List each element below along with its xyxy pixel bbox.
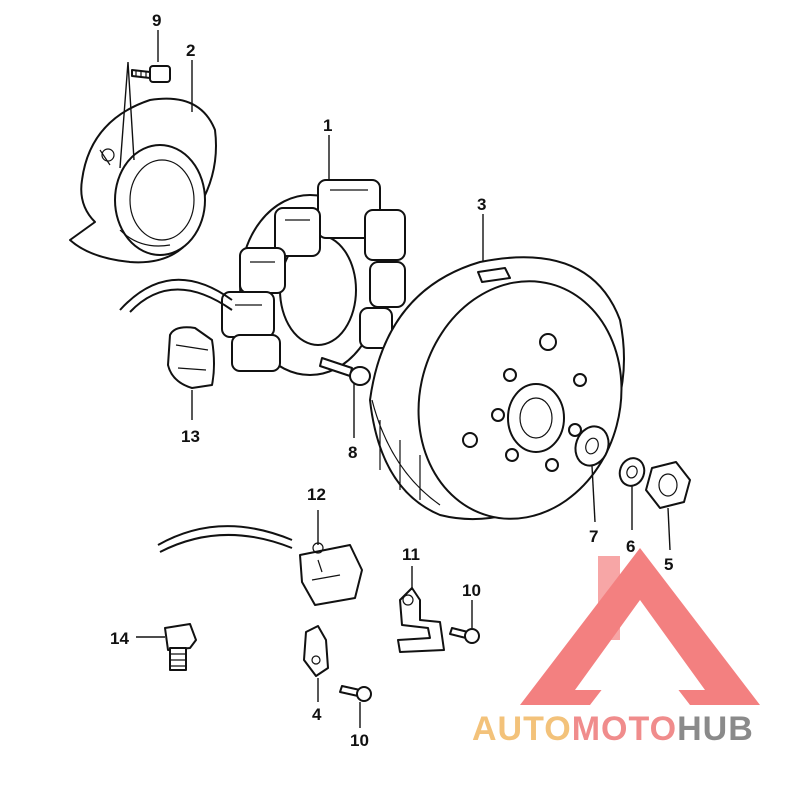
watermark-text: AUTOMOTOHUB <box>472 710 754 748</box>
watermark-hub: HUB <box>677 710 754 748</box>
callout-9: 9 <box>152 11 161 30</box>
clip-part-4 <box>303 625 329 677</box>
callout-6: 6 <box>626 537 635 556</box>
watermark-moto: MOTO <box>572 710 677 748</box>
callout-13: 13 <box>181 427 200 446</box>
flywheel-rotor <box>369 256 625 521</box>
callout-10b: 10 <box>350 731 369 750</box>
callout-10a: 10 <box>462 581 481 600</box>
callout-14: 14 <box>110 629 129 648</box>
callout-12: 12 <box>307 485 326 504</box>
bolt-part-14 <box>164 623 197 671</box>
callout-8: 8 <box>348 443 357 462</box>
washer-part-7 <box>574 425 610 467</box>
callout-11: 11 <box>402 545 420 564</box>
callout-3: 3 <box>477 195 486 214</box>
nut-part-5 <box>645 461 691 509</box>
stator-coil-assembly <box>119 179 406 376</box>
leader-lines <box>136 30 671 728</box>
grommet-part-13 <box>167 326 215 389</box>
screw-part-9 <box>131 65 171 83</box>
callout-7: 7 <box>589 527 598 546</box>
callout-1: 1 <box>323 116 332 135</box>
bracket-part-11 <box>397 587 445 653</box>
callout-2: 2 <box>186 41 195 60</box>
leader-9-bracket <box>119 61 135 169</box>
screw-part-10a <box>449 627 480 644</box>
stator-base-plate <box>69 97 217 264</box>
watermark-auto: AUTO <box>472 710 572 748</box>
bolt-part-8 <box>319 357 371 386</box>
callout-4: 4 <box>312 705 322 724</box>
pulse-generator-part-12 <box>157 525 363 606</box>
lock-washer-part-6 <box>618 457 646 487</box>
watermark-logo <box>520 548 760 705</box>
callout-5: 5 <box>664 555 673 574</box>
screw-part-10b <box>339 685 372 702</box>
